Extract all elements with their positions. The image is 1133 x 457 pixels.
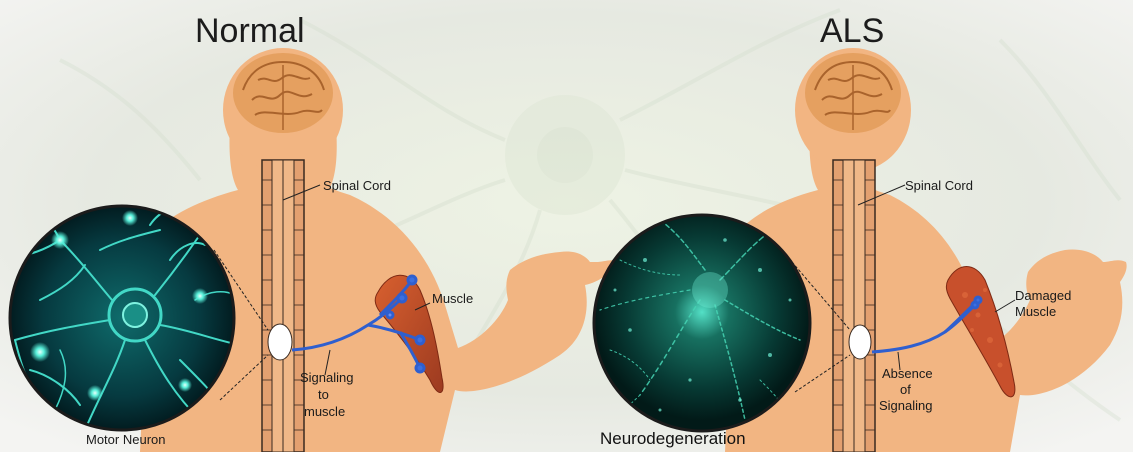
als-signal-label-1: Absence	[882, 366, 933, 381]
normal-signal-label-2: to	[318, 387, 329, 402]
normal-signal-label-3: muscle	[304, 404, 345, 419]
als-signal-label-3: Signaling	[879, 398, 933, 413]
normal-motor-neuron-label: Motor Neuron	[86, 432, 165, 447]
als-title: ALS	[820, 12, 884, 50]
normal-muscle-label: Muscle	[432, 291, 473, 306]
als-brain	[805, 53, 901, 133]
normal-spinal-cord	[262, 160, 304, 452]
als-damaged-muscle-label-1: Damaged	[1015, 288, 1071, 303]
als-damaged-muscle-label-2: Muscle	[1015, 304, 1056, 319]
als-neurodegeneration-circle	[594, 215, 810, 431]
als-spinal-cord	[833, 160, 875, 452]
normal-brain	[233, 53, 333, 133]
als-neurodegeneration-label: Neurodegeneration	[600, 429, 746, 448]
als-signal-label-2: of	[900, 382, 911, 397]
normal-signal-label-1: Signaling	[300, 370, 354, 385]
normal-spinal-cord-label: Spinal Cord	[323, 178, 391, 193]
normal-title: Normal	[195, 12, 305, 50]
als-spinal-cord-label: Spinal Cord	[905, 178, 973, 193]
